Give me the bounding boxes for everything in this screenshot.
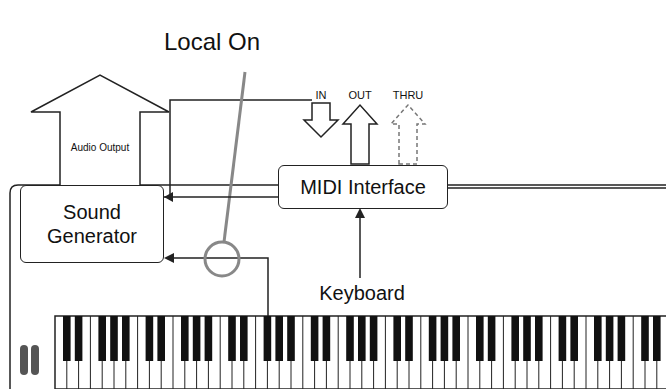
node-text: Sound Generator xyxy=(31,200,153,248)
port-label: OUT xyxy=(348,90,371,101)
port-label: IN xyxy=(316,90,327,101)
housing-outline xyxy=(10,185,666,389)
pitch-wheel xyxy=(20,345,28,375)
keyboard xyxy=(55,316,666,389)
sound-generator-box: Sound Generator xyxy=(20,185,164,263)
connector-arrow xyxy=(164,192,278,202)
port-label: THRU xyxy=(393,90,424,101)
arrow-outline xyxy=(30,74,170,186)
in-arrow xyxy=(304,103,338,137)
leader-line xyxy=(224,72,245,242)
arrowhead xyxy=(355,208,365,218)
out-arrow xyxy=(343,105,377,164)
local-line xyxy=(172,258,268,316)
callout-circle xyxy=(205,242,239,276)
arrowhead xyxy=(164,253,174,263)
mod-wheel xyxy=(31,345,39,375)
midi-interface-box: MIDI Interface xyxy=(278,165,448,209)
node-text: Audio Output xyxy=(71,142,129,154)
midi-line xyxy=(448,187,666,189)
keyboard-arrow xyxy=(359,214,361,278)
node-text: MIDI Interface xyxy=(300,175,426,199)
thru-arrow xyxy=(391,105,425,164)
part-label: Keyboard xyxy=(317,283,407,303)
callout-label: Local On xyxy=(164,30,260,54)
audio-output-arrow: Audio Output xyxy=(30,74,170,186)
